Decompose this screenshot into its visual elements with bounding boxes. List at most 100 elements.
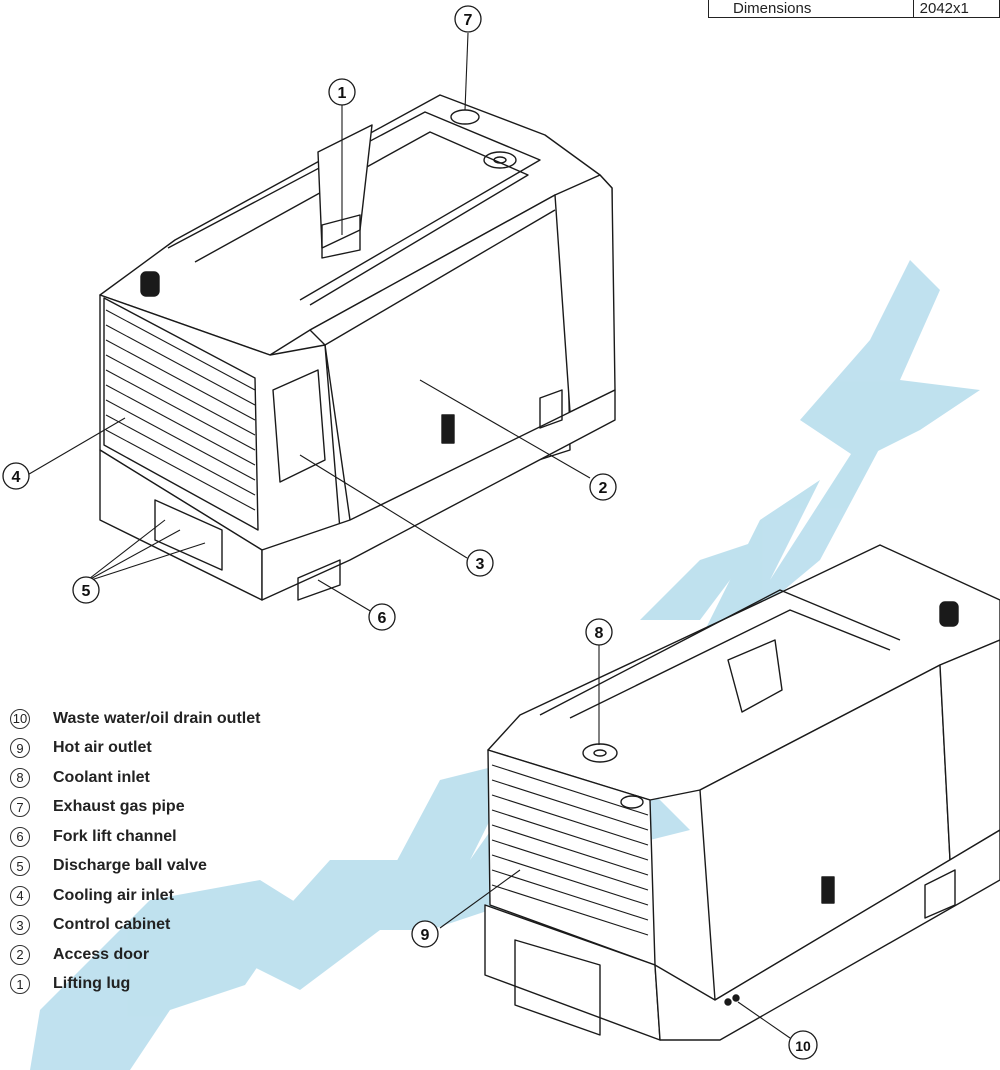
legend-item: 6 Fork lift channel <box>10 822 260 852</box>
leader-2 <box>419 379 591 479</box>
callout-6: 6 <box>368 603 396 631</box>
gen1-beacon <box>140 271 160 297</box>
gen2-drain-port <box>724 998 732 1006</box>
louvre <box>491 884 649 936</box>
legend-number: 4 <box>10 885 30 906</box>
louvre <box>105 309 256 391</box>
gen1-lifting-lug-base <box>321 214 361 259</box>
legend-label: Access door <box>53 945 150 963</box>
leader-5c <box>84 542 206 583</box>
gen2-top-panel-line-2 <box>569 609 891 719</box>
legend-label: Discharge ball valve <box>53 857 207 875</box>
gen2-door-handle <box>821 876 835 904</box>
legend-number: 10 <box>10 708 30 729</box>
callout-circle <box>788 1030 818 1060</box>
callout-circle <box>585 618 613 646</box>
callout-circle <box>454 5 482 33</box>
legend-item: 7 Exhaust gas pipe <box>10 793 260 823</box>
louvre <box>491 779 649 831</box>
watermark-stroke-k <box>800 260 980 460</box>
gen2-beacon <box>939 601 959 627</box>
louvre <box>105 324 256 406</box>
gen2-drain-port <box>732 994 740 1002</box>
legend-number: 7 <box>10 797 30 818</box>
legend-number: 1 <box>10 974 30 995</box>
louvre <box>491 854 649 906</box>
callout-number: 6 <box>378 610 387 627</box>
legend-label: Hot air outlet <box>53 739 152 757</box>
gen1-control-cabinet <box>272 369 326 483</box>
callout-circle <box>411 920 439 948</box>
gen1-side-right-panel <box>554 174 616 413</box>
gen1-louvres <box>105 309 256 511</box>
gen1-coolant-cap <box>483 151 517 169</box>
leader-3 <box>299 454 468 559</box>
legend-item: 2 Access door <box>10 940 260 970</box>
callout-number: 10 <box>795 1038 811 1054</box>
leader-7 <box>464 32 469 111</box>
legend-number: 8 <box>10 767 30 788</box>
leader-5b <box>84 529 181 583</box>
louvre <box>491 839 649 891</box>
callout-8: 8 <box>585 618 613 646</box>
watermark-stroke-n <box>690 410 900 660</box>
callout-leaders <box>23 32 791 1039</box>
callout-1: 1 <box>328 78 356 106</box>
generator-rear-view <box>484 544 1000 1041</box>
callout-3: 3 <box>466 549 494 577</box>
legend-item: 8 Coolant inlet <box>10 763 260 793</box>
leader-5a <box>84 519 166 583</box>
callout-5: 5 <box>72 576 100 604</box>
gen1-top-panel-line-2 <box>194 131 529 306</box>
callout-number: 5 <box>82 583 91 600</box>
gen1-access-door-grill <box>539 389 563 429</box>
callout-2: 2 <box>589 473 617 501</box>
louvre <box>105 354 256 436</box>
callout-number: 2 <box>599 480 608 497</box>
callout-7: 7 <box>454 5 482 33</box>
legend-number: 6 <box>10 826 30 847</box>
legend-label: Control cabinet <box>53 916 171 934</box>
gen1-discharge-valve-opening <box>154 499 223 571</box>
louvre <box>105 384 256 466</box>
spec-table: Dimensions 2042x1 <box>708 0 1000 18</box>
callout-circle <box>72 576 100 604</box>
callout-number: 1 <box>338 85 347 102</box>
spec-row: Dimensions 2042x1 <box>708 0 1000 18</box>
callout-circle <box>328 78 356 106</box>
louvre <box>491 764 649 816</box>
louvre <box>491 809 649 861</box>
louvre <box>105 414 256 496</box>
gen2-top-panel-line <box>539 589 901 716</box>
spec-label: Dimensions <box>708 0 914 18</box>
legend-label: Coolant inlet <box>53 768 150 786</box>
legend-number: 2 <box>10 944 30 965</box>
callout-circle <box>2 462 30 490</box>
watermark-stroke-i <box>640 540 760 620</box>
callout-number: 4 <box>12 469 21 486</box>
legend-label: Cooling air inlet <box>53 886 174 904</box>
callout-circle <box>466 549 494 577</box>
callout-9: 9 <box>411 920 439 948</box>
gen2-coolant-inlet <box>582 743 618 763</box>
gen2-coolant-inlet-inner <box>593 749 607 757</box>
gen2-base-side <box>654 829 1000 1041</box>
louvre <box>105 369 256 451</box>
callout-number: 7 <box>464 12 473 29</box>
callout-number: 9 <box>421 927 430 944</box>
legend-label: Exhaust gas pipe <box>53 798 185 816</box>
legend-label: Fork lift channel <box>53 827 177 845</box>
gen1-access-door-edge <box>324 209 556 346</box>
leader-4 <box>23 417 126 478</box>
louvre <box>491 794 649 846</box>
louvre <box>105 399 256 481</box>
legend-number: 5 <box>10 856 30 877</box>
louvre <box>105 339 256 421</box>
